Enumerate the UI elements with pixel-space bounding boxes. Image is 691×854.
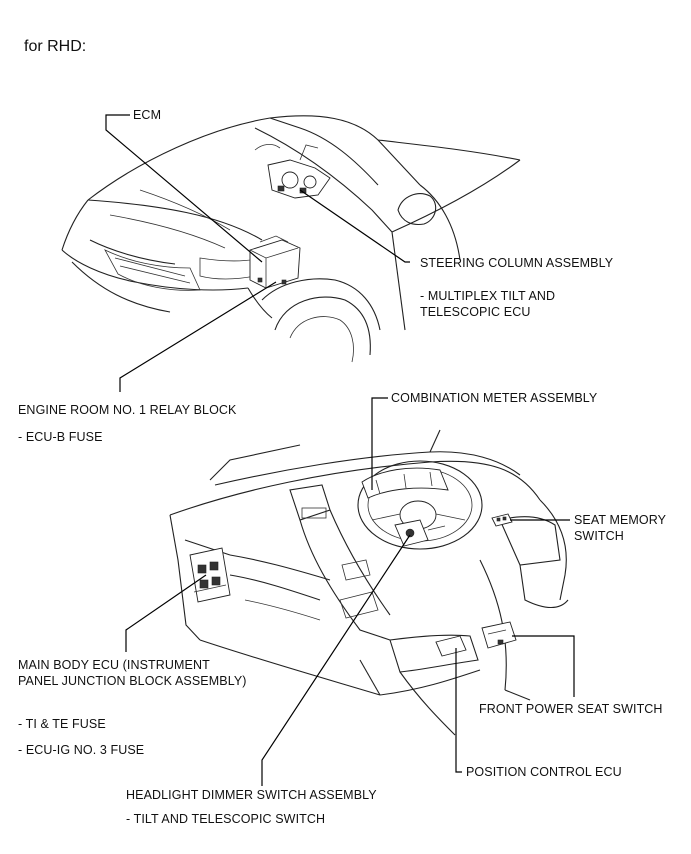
label-combination-meter: COMBINATION METER ASSEMBLY [391,391,598,405]
label-position-control: POSITION CONTROL ECU [466,765,622,779]
label-front-power-seat: FRONT POWER SEAT SWITCH [479,702,663,716]
ecm-part [249,235,301,289]
label-headlight: HEADLIGHT DIMMER SWITCH ASSEMBLY [126,788,377,802]
label-relay-block: ENGINE ROOM NO. 1 RELAY BLOCK [18,403,237,417]
label-main-body-sub1: - TI & TE FUSE [18,717,106,731]
label-steering-sub1: - MULTIPLEX TILT AND [420,289,556,303]
front-power-seat-switch-part [481,621,517,649]
steering-column-part [254,144,331,199]
label-ecm: ECM [133,108,162,122]
label-steering-column: STEERING COLUMN ASSEMBLY [420,256,614,270]
label-main-body-1: MAIN BODY ECU (INSTRUMENT [18,658,210,672]
headlight-dimmer-switch-part [394,519,446,547]
label-seat-memory-2: SWITCH [574,529,624,543]
seat-memory-switch-part [491,513,513,527]
label-main-body-sub2: - ECU-IG NO. 3 FUSE [18,743,145,757]
interior-drawing [169,429,569,736]
combination-meter-part [361,467,449,499]
leader-lines [105,114,575,786]
label-seat-memory-1: SEAT MEMORY [574,513,667,527]
car-exterior-drawing [61,115,521,363]
main-body-ecu-part [189,547,231,603]
page-heading: for RHD: [24,38,87,55]
label-main-body-2: PANEL JUNCTION BLOCK ASSEMBLY) [18,674,247,688]
label-headlight-sub: - TILT AND TELESCOPIC SWITCH [126,812,326,826]
label-relay-sub: - ECU-B FUSE [18,430,103,444]
position-control-ecu-part [435,635,467,657]
label-steering-sub2: TELESCOPIC ECU [420,305,531,319]
